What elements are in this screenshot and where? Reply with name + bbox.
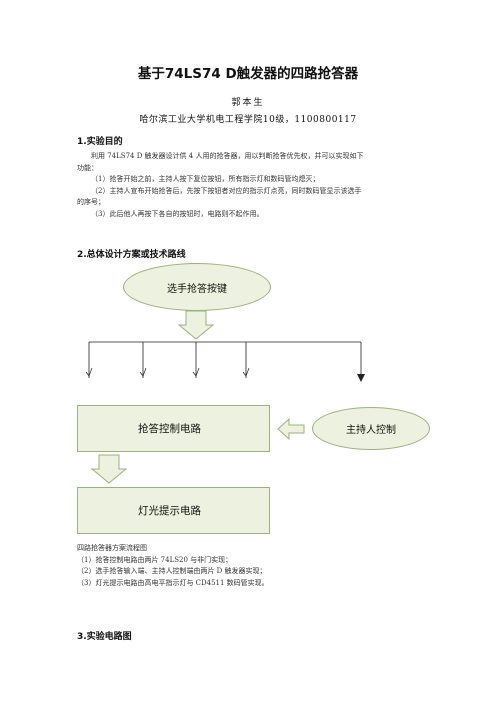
section-1-line: （2）主持人宣布开始抢答后，先按下按钮者对应的指示灯点亮，同时数码管显示该选手	[91, 186, 362, 195]
left-arrow-icon	[277, 417, 305, 441]
section-2-body: 四路抢答器方案流程图 （1）抢答控制电路由两片 74LS20 与非门实现； （2…	[77, 543, 437, 589]
switch-icon	[192, 367, 200, 377]
paper-title: 基于74LS74 D触发器的四路抢答器	[137, 66, 359, 82]
node-control-circuit: 抢答控制电路	[77, 405, 270, 452]
switch-icon	[242, 367, 250, 377]
section-3-heading: 3.实验电路图	[77, 632, 132, 642]
author-name: 郭本生	[231, 98, 265, 108]
down-arrow-icon	[177, 310, 215, 340]
section-1-line: 功能：	[77, 163, 98, 172]
section-1-body: 利用 74LS74 D 触发器设计供 4 人用的抢答器，用以判断抢答优先权，并可…	[77, 151, 437, 220]
section-2-line: （1）抢答控制电路由两片 74LS20 与非门实现；	[77, 555, 233, 564]
node-player-buttons-label: 选手抢答按键	[167, 283, 227, 295]
section-1-line: （3）此后他人再按下各自的按钮时，电路则不起作用。	[91, 209, 264, 218]
section-1-line: （1）抢答开始之前，主持人按下复位按钮，所有指示灯和数码管均熄灭；	[91, 175, 320, 183]
switch-icon	[85, 367, 93, 377]
section-2-heading: 2.总体设计方案或技术路线	[77, 250, 186, 260]
arrowhead-icon	[357, 374, 365, 382]
section-1-line: 利用 74LS74 D 触发器设计供 4 人用的抢答器，用以判断抢答优先权，并可…	[91, 152, 364, 160]
node-host-control-label: 主持人控制	[346, 425, 396, 436]
section-1-heading: 1.实验目的	[77, 137, 123, 147]
down-arrow-icon	[90, 454, 128, 484]
section-2-line: （3）灯光提示电路由高电平指示灯与 CD4511 数码管实现。	[77, 578, 269, 587]
node-light-circuit-label: 灯光提示电路	[138, 505, 201, 517]
node-player-buttons: 选手抢答按键	[123, 263, 271, 311]
section-1-line: 的序号；	[77, 198, 105, 206]
node-host-control: 主持人控制	[312, 407, 430, 450]
figure-caption: 四路抢答器方案流程图	[77, 544, 147, 552]
switch-icon	[139, 367, 147, 377]
section-2-line: （2）选手抢答输入端、主持人控制端由两片 D 触发器实现；	[77, 567, 267, 575]
author-affiliation: 哈尔滨工业大学机电工程学院10级，1100800117	[139, 115, 357, 125]
node-light-circuit: 灯光提示电路	[77, 487, 270, 534]
node-control-circuit-label: 抢答控制电路	[138, 423, 201, 435]
